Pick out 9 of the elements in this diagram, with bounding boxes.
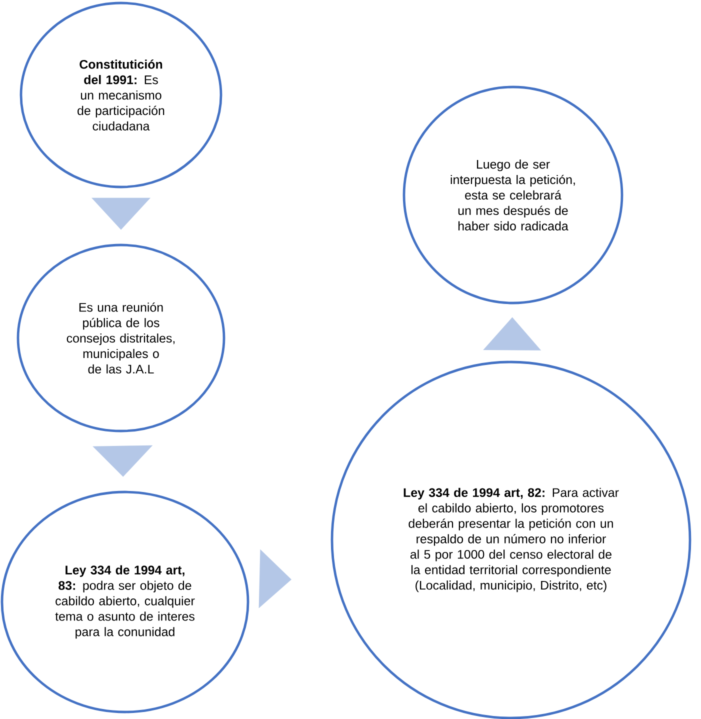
triangle-arrow xyxy=(258,549,292,608)
circle-node: Ley 334 de 1994 art, 82: Para activar el cabildo abierto, los promotores deberán presentar la petición con un respaldo de un número no inferior al 5 por 1000 del censo electoral de la entidad territorial correspondiente (Localidad, municipio, Distrito, etc) xyxy=(330,360,692,719)
circle-node: Luego de ser interpuesta la petición, esta se celebrará un mes después de haber sido radicada xyxy=(402,86,624,304)
circle-node: Ley 334 de 1994 art, 83: podra ser objeto de cabildo abierto, cualquier tema o asunto de interes para la conunidad xyxy=(0,490,250,714)
circle-node: Constitutición del 1991: Es un mecanismo de participación ciudadana xyxy=(20,2,222,188)
circle-node: Es una reunión pública de los consejos distritales, municipales o de las J.A.L xyxy=(16,244,226,432)
triangle-arrow xyxy=(92,198,150,230)
triangle-arrow xyxy=(483,317,542,350)
triangle-arrow xyxy=(92,445,153,477)
